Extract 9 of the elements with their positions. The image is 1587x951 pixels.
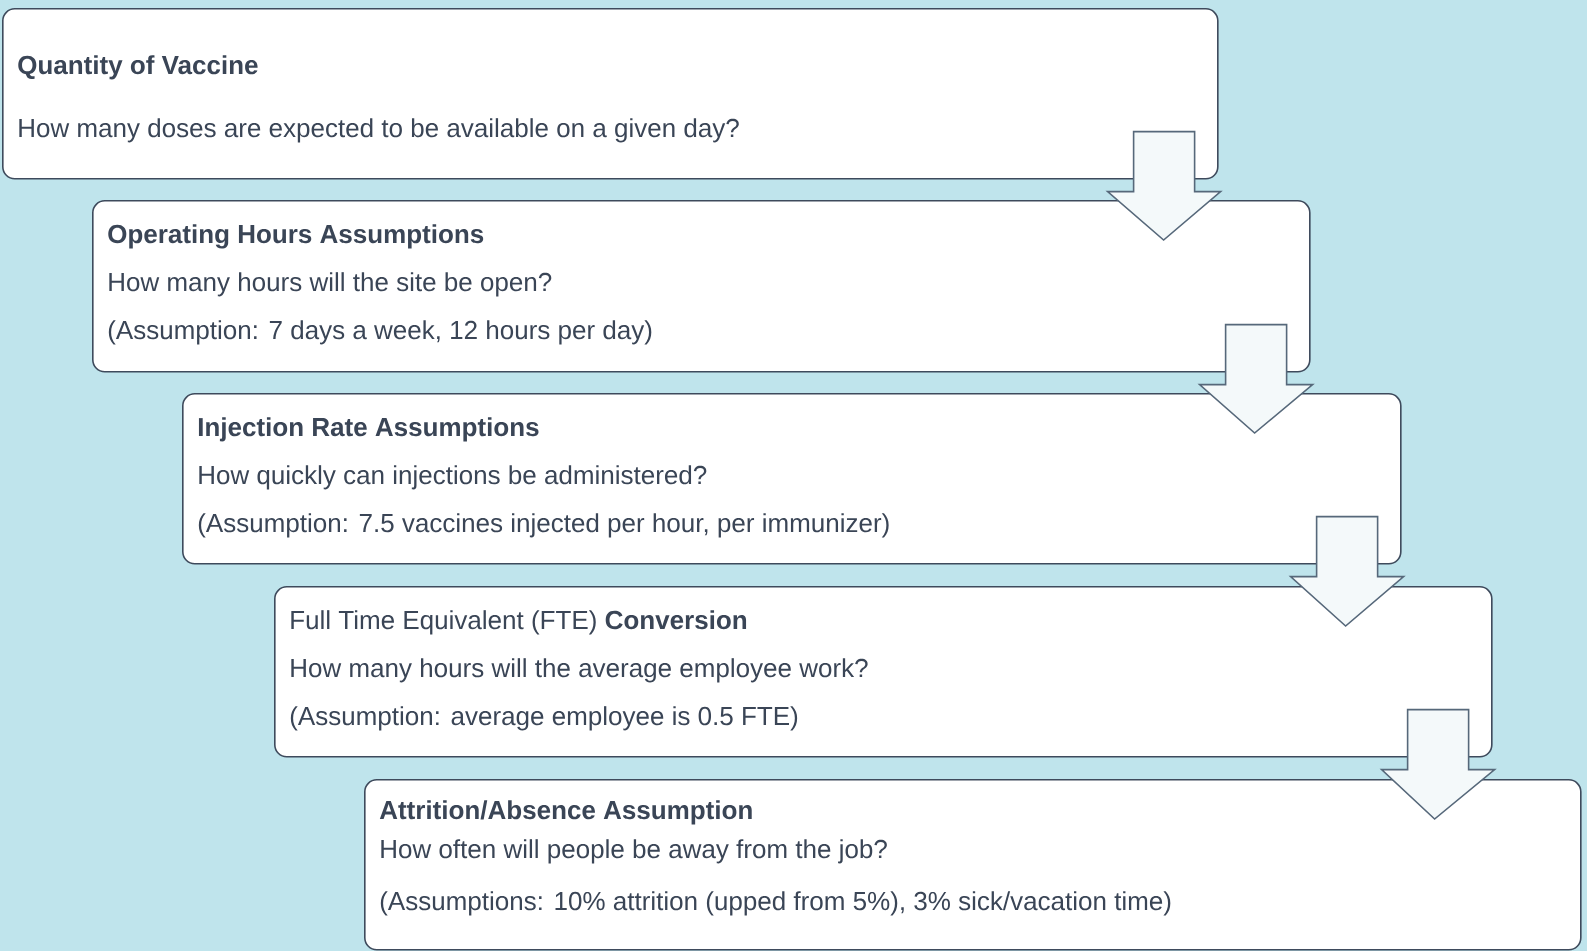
block-arrow [1197,323,1315,435]
block-arrow [1105,130,1223,242]
block-arrow [1379,708,1497,821]
process-box: Injection Rate Assumptions How quickly can injections be administered? (Assumption: 7.5 vaccines injected per hour, per immunizer) [182,393,1402,565]
block-arrow [1288,515,1406,628]
process-box: Quantity of Vaccine How many doses are expected to be available on a given day? [2,8,1219,180]
process-box: Operating Hours Assumptions How many hours will the site be open? (Assumption: 7 days a week, 12 hours per day) [92,200,1311,373]
process-box: Full Time Equivalent (FTE) Conversion How many hours will the average employee work? (Assumption: average employee is 0.5 FTE) [274,586,1493,758]
process-box: Attrition/Absence Assumption How often will people be away from the job? (Assumptions: 10% attrition (upped from 5%), 3% sick/vacation time) [364,779,1582,951]
